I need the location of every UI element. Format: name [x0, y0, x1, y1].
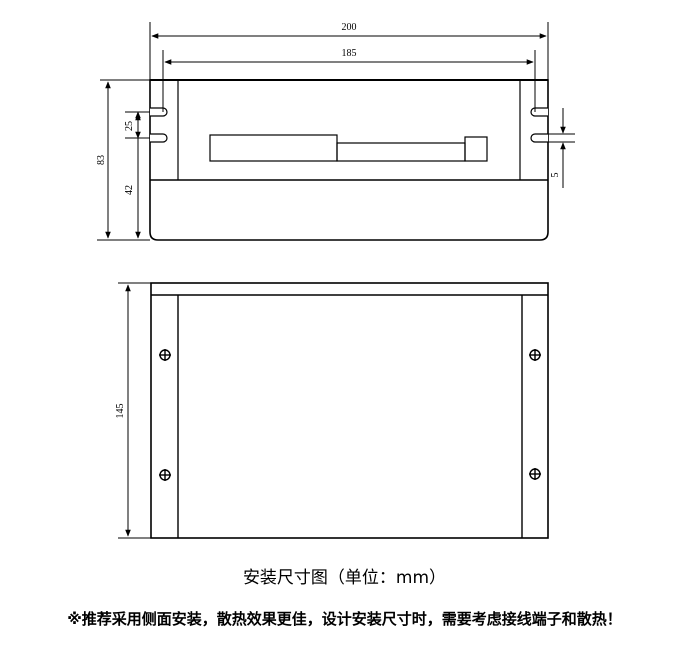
- mounting-hole-icon: [159, 469, 171, 481]
- mounting-hole-icon: [159, 349, 171, 361]
- installation-note: ※推荐采用侧面安装，散热效果更佳，设计安装尺寸时，需要考虑接线端子和散热！: [67, 610, 622, 628]
- drawing-caption: 安装尺寸图（单位：mm）: [242, 568, 447, 588]
- dim-200-label: 200: [342, 22, 357, 33]
- mounting-hole-icon: [529, 349, 541, 361]
- dim-25-label: 25: [124, 121, 135, 131]
- dim-42-label: 42: [124, 185, 135, 195]
- dim-185-label: 185: [342, 48, 357, 59]
- top-dimensions: [118, 282, 151, 539]
- dim-145-label: 145: [115, 404, 126, 419]
- dim-83-label: 83: [96, 155, 107, 165]
- mounting-drawing: 200 185 83 42 25 5 145: [96, 22, 575, 539]
- front-view: [149, 79, 549, 241]
- dim-5-label: 5: [550, 173, 561, 178]
- top-view: [150, 282, 549, 539]
- mounting-hole-icon: [529, 468, 541, 480]
- front-dimensions: [97, 22, 575, 241]
